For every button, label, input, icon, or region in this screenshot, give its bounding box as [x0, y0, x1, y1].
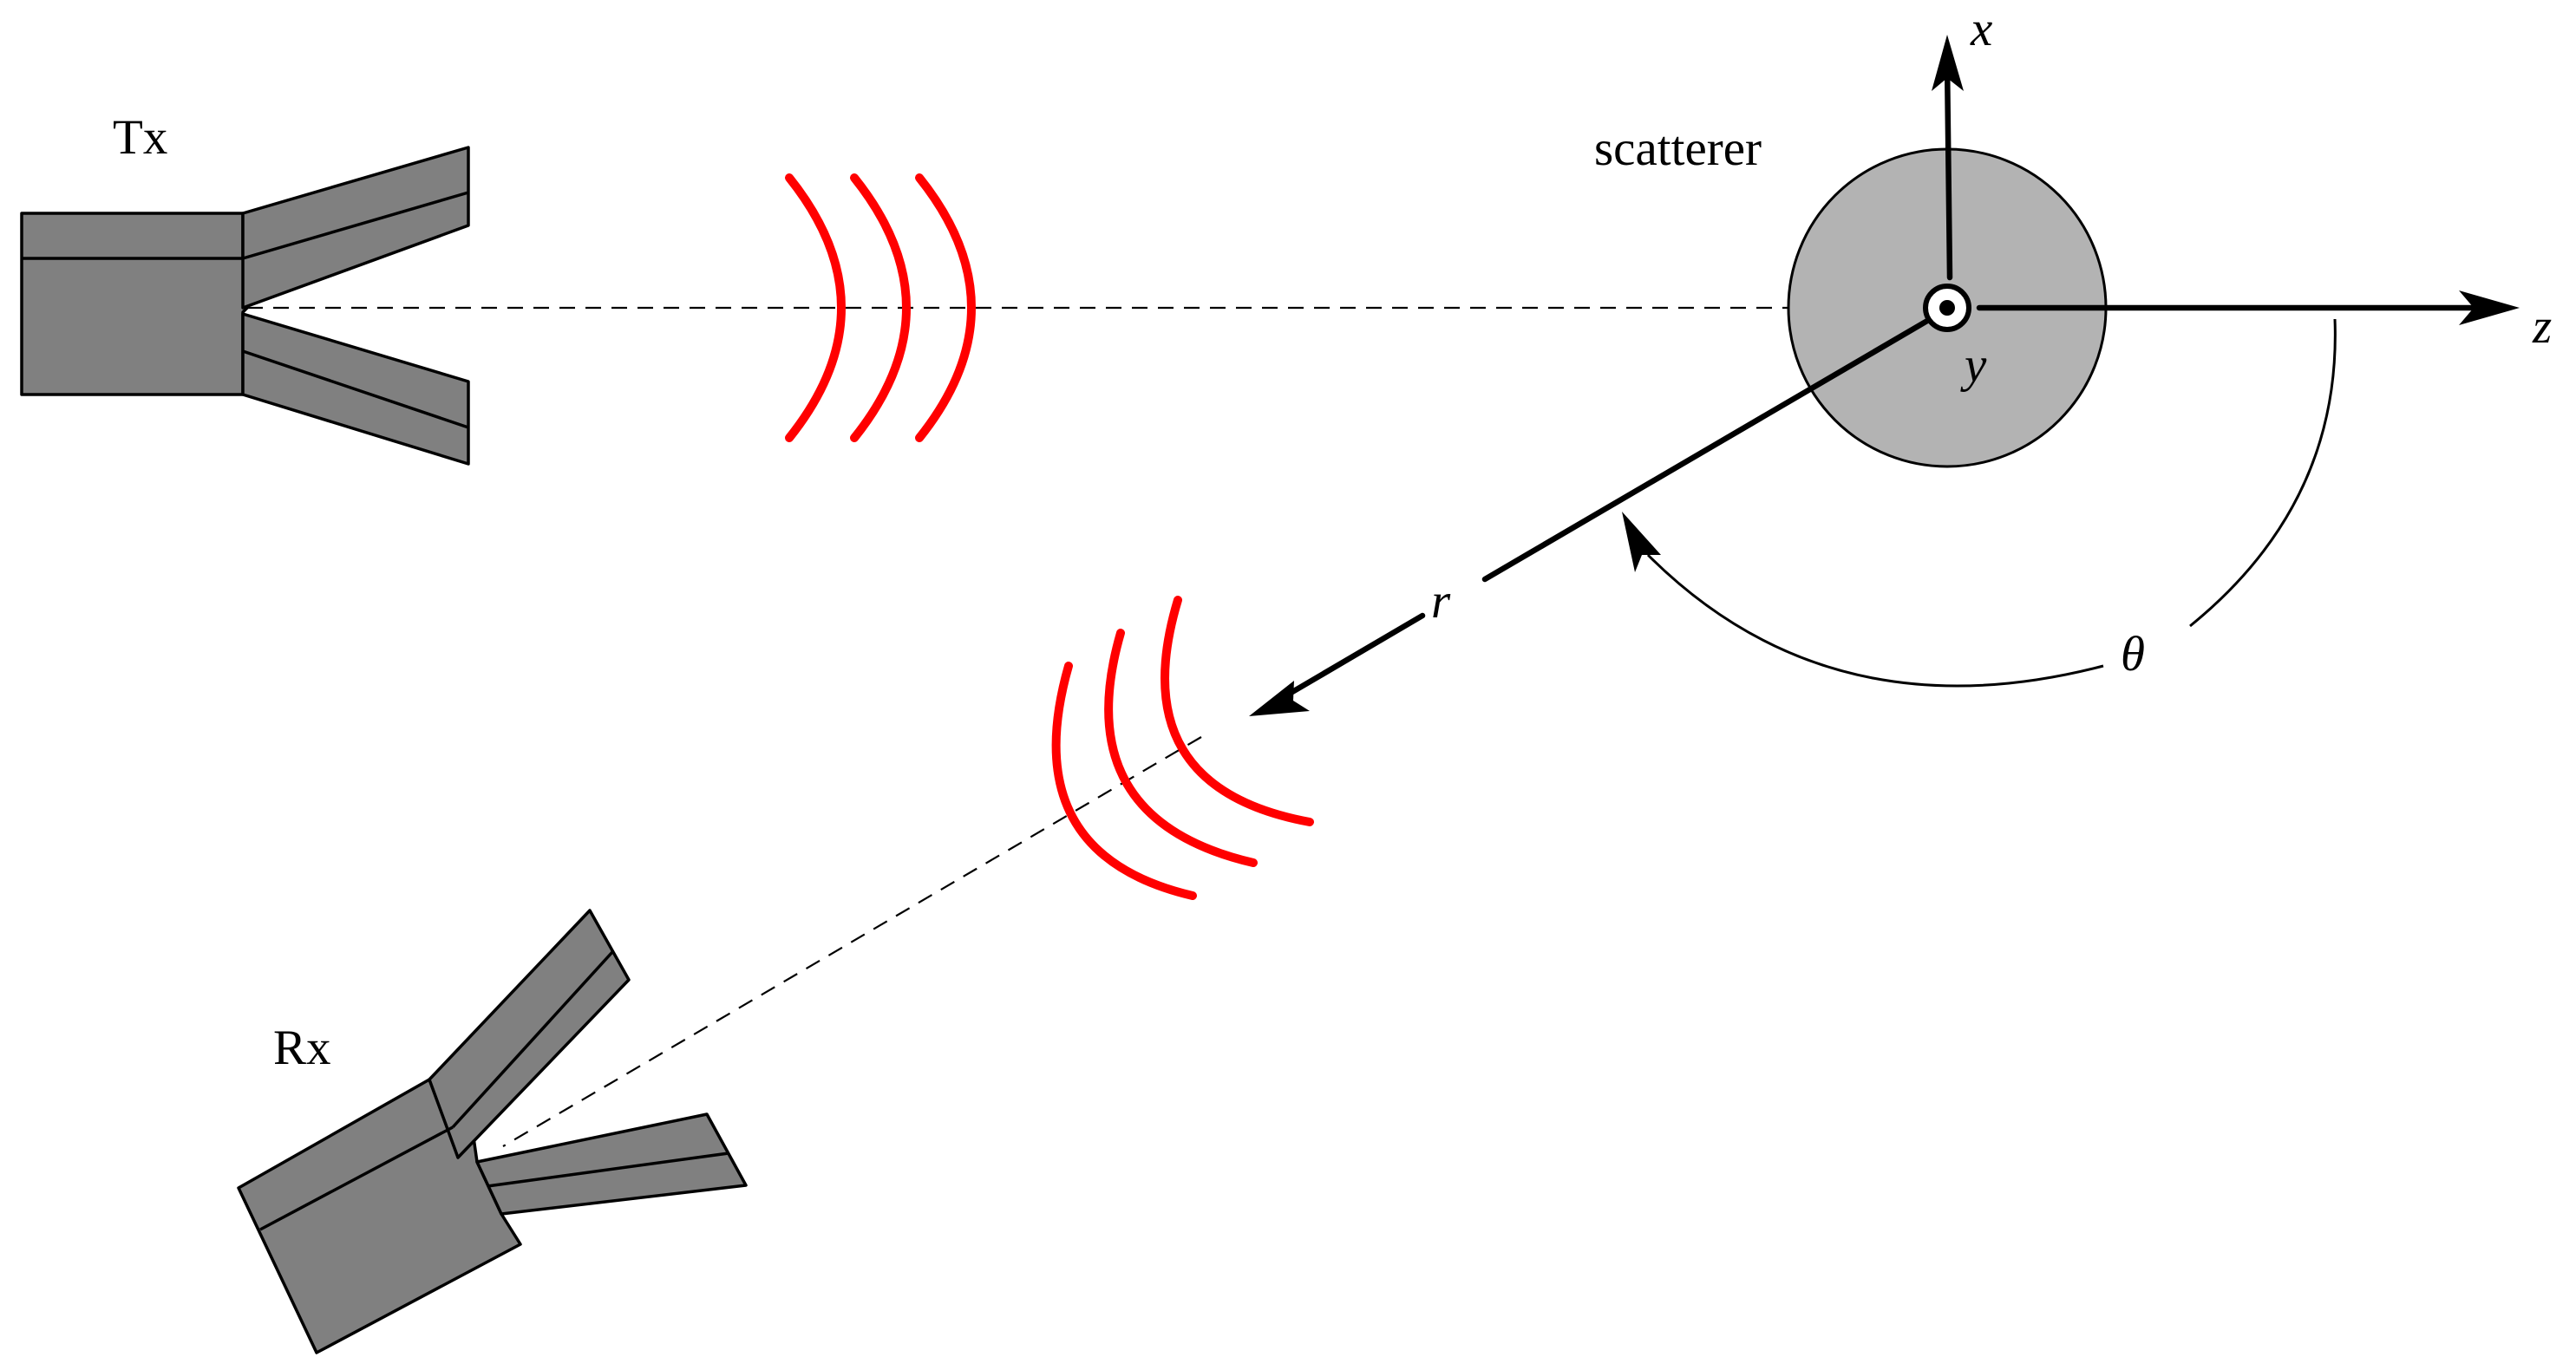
- rx-label: Rx: [273, 1021, 331, 1075]
- incident-wavefront-1: [785, 173, 846, 442]
- tx-horn-lower-seam: [242, 349, 469, 429]
- scatterer-to-rx-path: [502, 736, 1202, 1147]
- scattered-wavefront-2: [1104, 629, 1258, 867]
- incident-wavefront-3: [915, 173, 976, 442]
- rx-horn-antenna: [237, 909, 748, 1354]
- incident-wavefronts: [785, 173, 976, 442]
- y-axis-out-of-page-icon: [1923, 284, 1971, 332]
- rx-horn-upper-seam: [451, 950, 614, 1129]
- incident-wavefront-2: [850, 173, 911, 442]
- x-axis-line: [1944, 57, 1953, 281]
- angle-theta-arrowhead: [1622, 512, 1661, 572]
- rx-horn-upper-flare: [428, 909, 631, 1159]
- tx-horn-antenna: [20, 146, 470, 466]
- y-axis-label: y: [1960, 338, 1987, 393]
- distance-label: r: [1431, 574, 1451, 629]
- z-axis-label: z: [2532, 299, 2552, 354]
- tx-horn-upper-seam: [242, 191, 469, 260]
- tx-horn-body: [20, 212, 249, 396]
- distance-vector-arrowhead: [1249, 681, 1310, 716]
- scattered-wavefront-3: [1161, 596, 1314, 826]
- tx-horn-upper-flare: [241, 146, 470, 310]
- x-axis-label: x: [1970, 2, 1992, 56]
- x-axis-arrowhead: [1932, 35, 1964, 91]
- scattered-wavefront-1: [1051, 662, 1197, 900]
- rx-horn-lower-flare: [475, 1112, 748, 1216]
- rx-horn-lower-seam: [487, 1151, 729, 1188]
- angle-label: θ: [2121, 627, 2145, 682]
- distance-vector-line-lower: [1289, 612, 1426, 695]
- scattered-wavefronts: [1051, 596, 1314, 900]
- rx-horn-body-seam: [259, 1125, 454, 1231]
- angle-theta-arc-upper: [2189, 318, 2337, 628]
- distance-vector-line-upper: [1481, 317, 1931, 583]
- scatterer-label: scatterer: [1594, 121, 1762, 176]
- z-axis-arrowhead: [2459, 290, 2520, 325]
- angle-theta-arc-lower: [1646, 553, 2104, 688]
- tx-label: Tx: [113, 110, 167, 165]
